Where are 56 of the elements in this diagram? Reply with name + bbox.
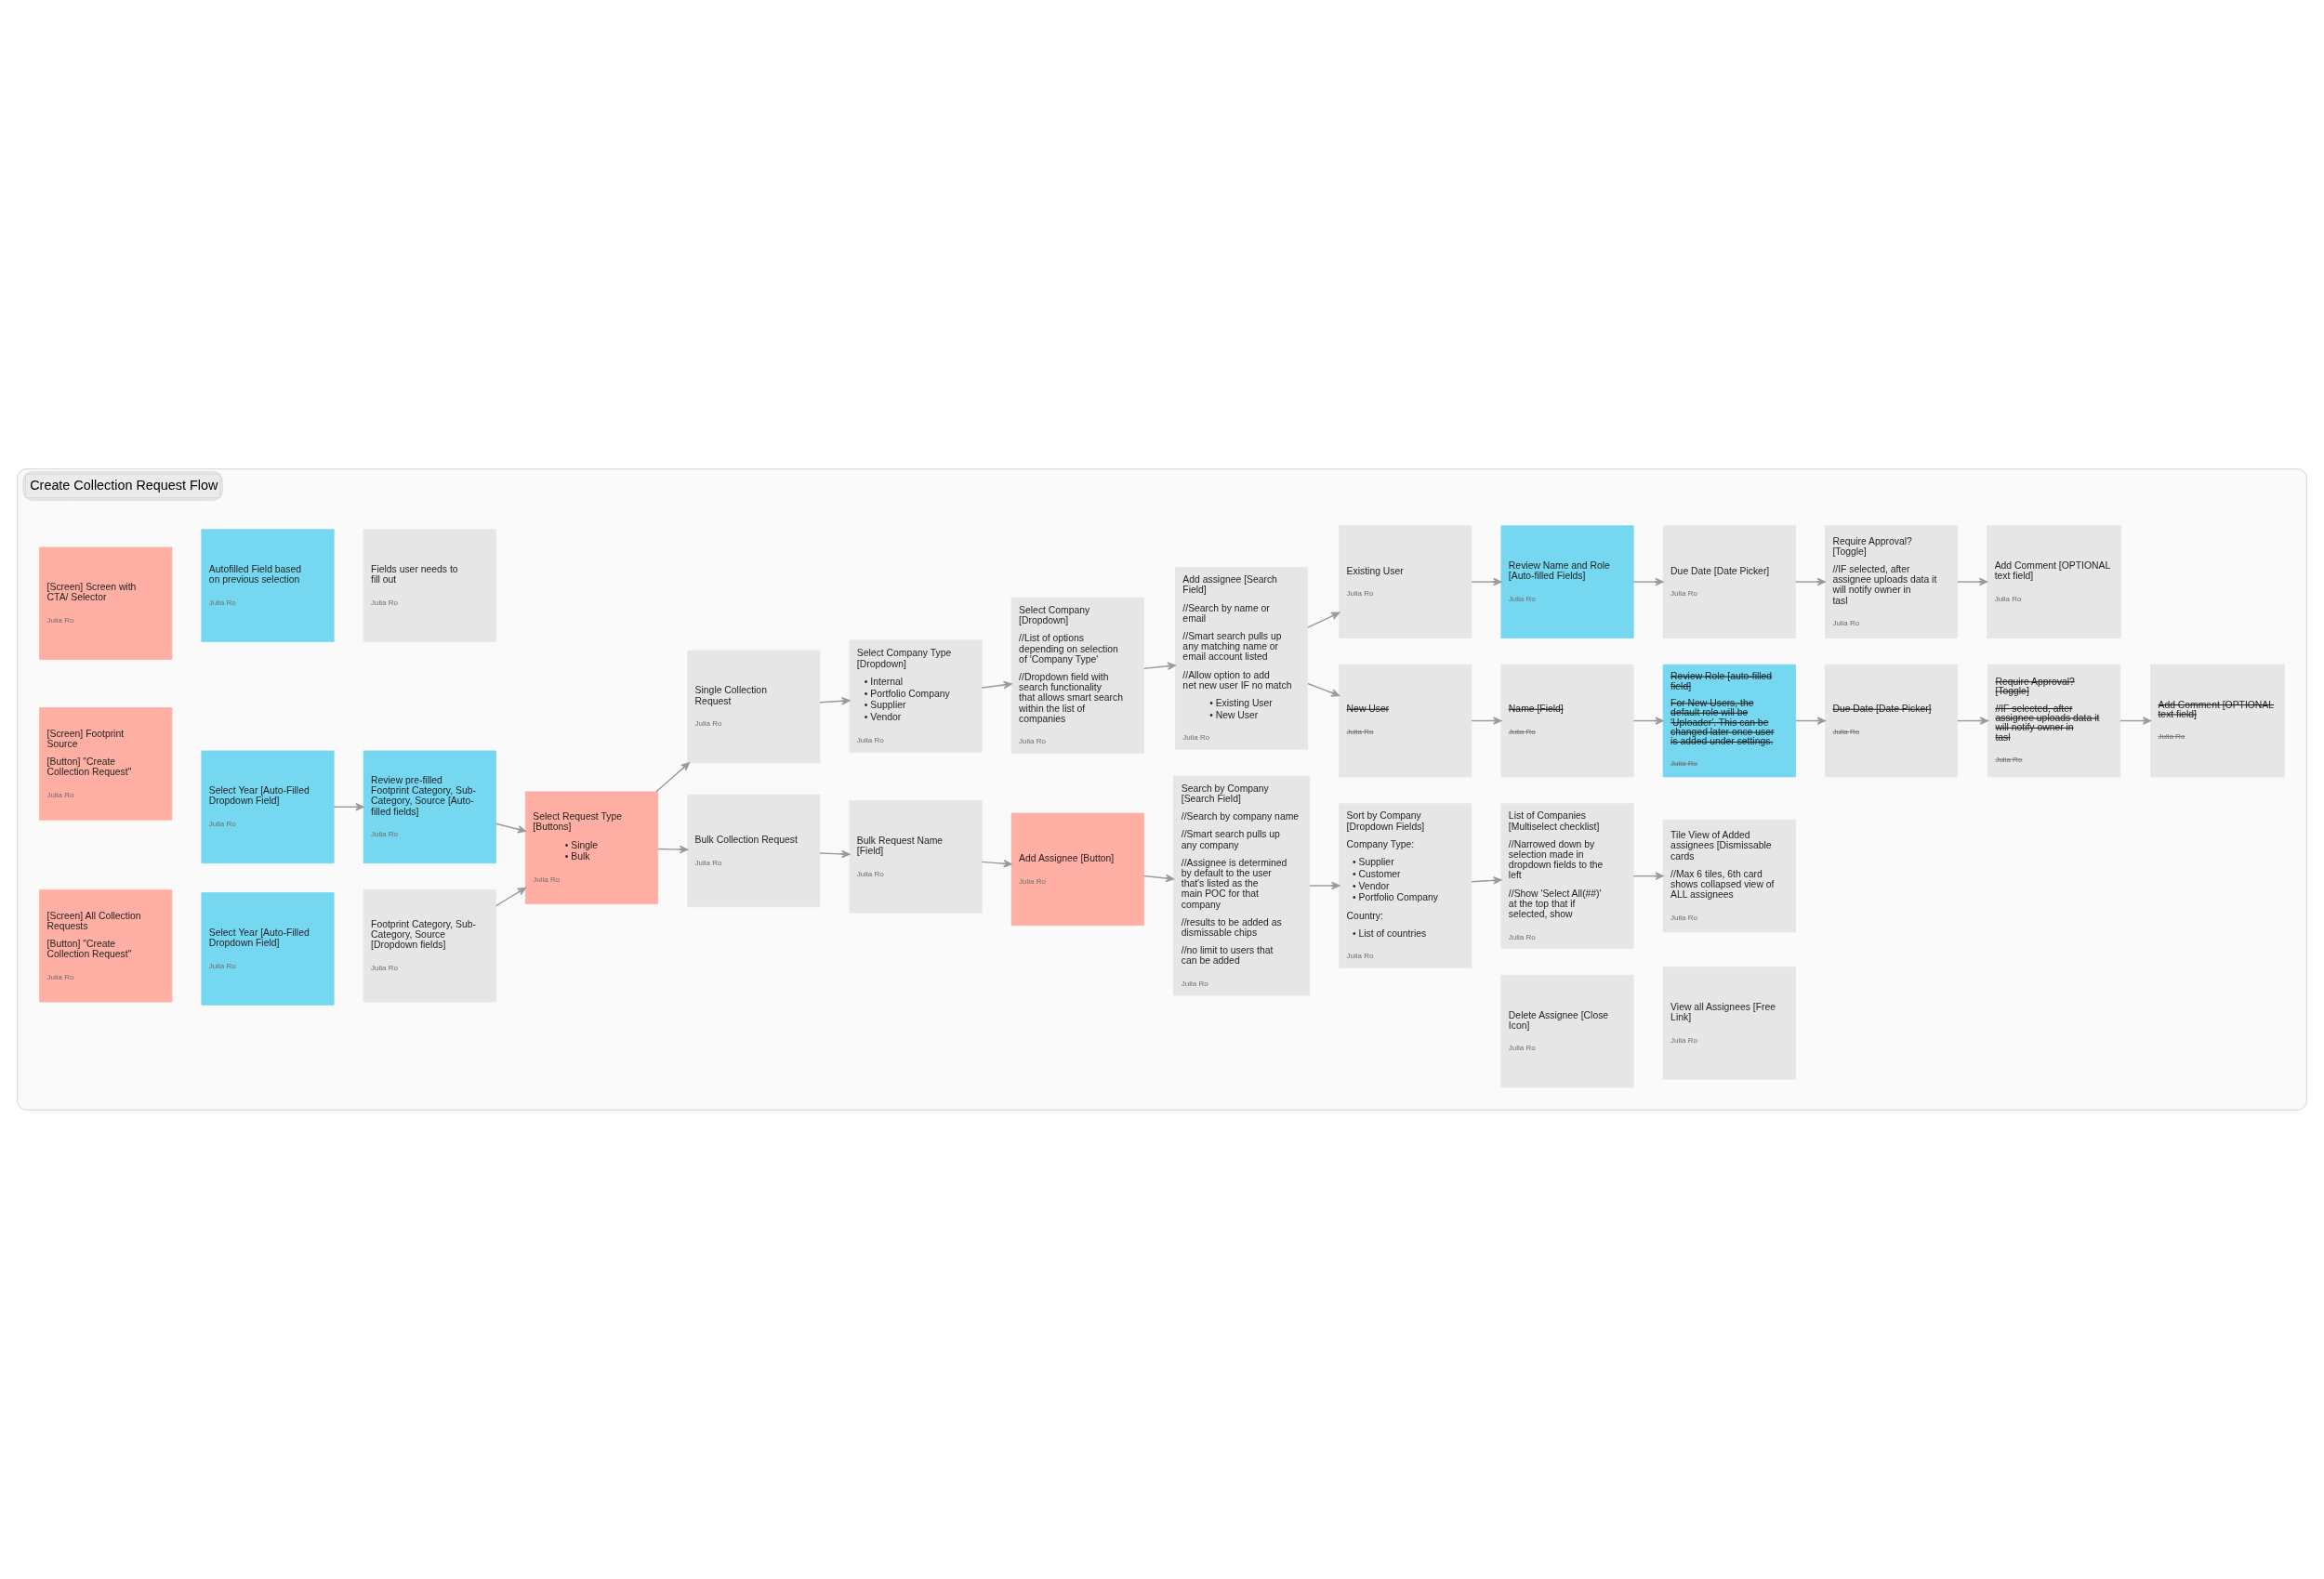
node-box: Add Assignee [Button] Julia Ro (1010, 812, 1144, 927)
node-box: Autofilled Field based on previous selection Julia Ro (201, 529, 335, 642)
arrow (819, 849, 851, 859)
node-box: Review Name and Role [Auto-filled Fields] Julia Ro (1500, 525, 1634, 638)
node-box: Due Date [Date Picker] Julia Ro (1825, 664, 1959, 778)
arrow (1307, 612, 1340, 628)
arrow (1632, 717, 1664, 725)
arrow (1307, 682, 1340, 697)
arrow (333, 802, 364, 811)
node-box: Tile View of Added assignees [Dismissable cards //Max 6 tiles, 6th card shows collapsed view of ALL assignees Julia Ro (1662, 819, 1796, 933)
node-box: New User Julia Ro (1339, 664, 1472, 778)
node-box: Require Approval? [Toggle] //IF selected, after assignee uploads data it will notify owner in tasl Julia Ro (1825, 525, 1959, 638)
node-box: Single Collection Request Julia Ro (687, 650, 821, 764)
arrow (1794, 717, 1826, 725)
arrow (1794, 577, 1826, 586)
node-box: Review pre-filled Footprint Category, Sub-Category, Source [Auto-filled fields] Julia Ro (363, 750, 496, 864)
node-box: Existing User Julia Ro (1339, 525, 1472, 638)
node-box: Search by Company [Search Field] //Search by company name //Smart search pulls up any company //Assignee is determined by default to the user that's listed as the main POC for that company //results to be added as dismissable chips //no limit to users that can be added Julia Ro (1173, 775, 1311, 996)
arrow (495, 887, 526, 907)
node-box: [Screen] All Collection Requests [Button] "Create Collection Request" Julia Ro (39, 889, 173, 1003)
arrow (981, 859, 1012, 868)
node-box: Review Role [auto-filled field] For New Users, the default role will be 'Uploader'. This can be changed later once user is added under settings. Julia Ro (1662, 664, 1796, 778)
arrow (1957, 717, 1988, 725)
node-box: List of Companies [Multiselect checklist] //Narrowed down by selection made in dropdown fields to the left //Show 'Select All(##)' at the top that if selected, show Julia Ro (1500, 803, 1634, 949)
node-box: Select Company Type [Dropdown] • Internal • Portfolio Company • Supplier • Vendor Julia Ro (849, 639, 983, 753)
arrow (1632, 577, 1664, 586)
node-box: Footprint Category, Sub-Category, Source [Dropdown fields] Julia Ro (363, 889, 496, 1003)
node-box: Require Approval? [Toggle] //IF selected, after assignee uploads data it will notify owner in tasl Julia Ro (1987, 664, 2121, 778)
arrow (1957, 577, 1988, 586)
arrow (1471, 717, 1502, 725)
arrow (819, 696, 851, 705)
arrow (657, 845, 689, 854)
node-box: Name [Field] Julia Ro (1500, 664, 1634, 778)
arrow (1632, 872, 1664, 880)
arrow (655, 762, 690, 793)
node-box: Select Year [Auto-Filled Dropdown Field] Julia Ro (201, 750, 335, 864)
arrow (2119, 717, 2152, 725)
arrow (1471, 577, 1502, 586)
node-box: Bulk Request Name [Field] Julia Ro (849, 800, 983, 914)
node-box: Select Request Type [Buttons] • Single • Bulk Julia Ro (525, 791, 659, 904)
node-box: Add Comment [OPTIONAL text field] Julia Ro (1987, 525, 2121, 638)
arrow (495, 822, 526, 834)
node-box: Due Date [Date Picker] Julia Ro (1662, 525, 1796, 638)
node-box: Sort by Company [Dropdown Fields] Company Type: • Supplier • Customer • Vendor • Portfolio Company Country: • List of countries Julia Ro (1339, 803, 1472, 968)
arrow (1142, 662, 1176, 670)
node-box: [Screen] Footprint Source [Button] "Create Collection Request" Julia Ro (39, 707, 173, 821)
node-box: Add Comment [OPTIONAL text field] Julia Ro (2150, 664, 2285, 778)
node-box: [Screen] Screen with CTA/ Selector Julia Ro (39, 546, 173, 660)
node-box: Select Company [Dropdown] //List of options depending on selection of 'Company Type' //Dropdown field with search functionality that allows smart search within the list of companies Julia Ro (1010, 597, 1144, 754)
node-box: Add assignee [Search Field] //Search by name or email //Smart search pulls up any matching name or email account listed //Allow option to add net new user IF no match • Existing User • New User Julia Ro (1175, 567, 1309, 750)
arrow (1471, 876, 1502, 885)
arrow (1309, 881, 1340, 890)
arrow (981, 680, 1012, 690)
node-box: Select Year [Auto-Filled Dropdown Field] Julia Ro (201, 892, 335, 1006)
node-box: Bulk Collection Request Julia Ro (687, 794, 821, 908)
arrow (1142, 874, 1174, 883)
